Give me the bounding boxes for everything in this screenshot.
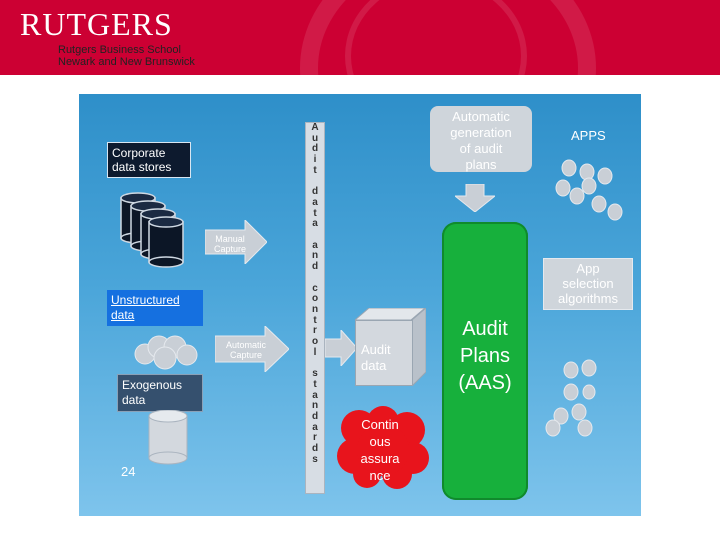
audit-diagram: Corporate data stores Manual Capture Uns…	[79, 94, 641, 516]
manual-capture-arrow	[205, 220, 267, 264]
apps-label: APPS	[571, 128, 606, 143]
bar-letter: o	[311, 293, 319, 305]
bar-letter: o	[311, 336, 319, 348]
audit-plans-box: Audit Plans (AAS)	[442, 222, 528, 500]
audit-data-cube-side	[412, 308, 426, 386]
cloud-icon	[134, 335, 198, 370]
automatic-capture-label: Automatic Capture	[225, 340, 267, 360]
seal-watermark-inner	[345, 0, 527, 75]
bar-letter: a	[312, 239, 318, 251]
bar-letter: n	[311, 400, 319, 412]
manual-capture-label: Manual Capture	[213, 234, 247, 254]
continuous-assurance-label: Contin ous assura nce	[360, 417, 400, 483]
bar-letter: A	[311, 122, 319, 133]
rutgers-logo: RUTGERS	[20, 6, 173, 42]
bar-letter: a	[312, 389, 318, 401]
app-dots	[545, 359, 597, 437]
logo-subtitle-2: Newark and New Brunswick	[58, 56, 195, 68]
bar-letter: d	[311, 261, 319, 273]
bar-letter: n	[311, 303, 319, 315]
bar-letter: d	[311, 410, 319, 422]
bar-letter	[314, 273, 317, 284]
continuous-assurance-cloud	[337, 406, 429, 489]
apps-dots	[555, 159, 623, 221]
logo-subtitle-1: Rutgers Business School	[58, 44, 181, 56]
bar-letter: a	[312, 196, 318, 208]
audit-data-label: Audit data	[361, 342, 391, 373]
automatic-capture-arrow	[215, 326, 289, 372]
page-number: 24	[121, 464, 136, 479]
corporate-data-stores-label: Corporate data stores	[107, 142, 191, 178]
header-banner: RUTGERS Rutgers Business School Newark a…	[0, 0, 720, 75]
bar-letter: t	[313, 207, 317, 219]
bar-letter: s	[312, 453, 318, 465]
bar-letter: a	[312, 218, 318, 230]
audit-data-cube	[355, 320, 413, 386]
bar-letter: d	[311, 143, 319, 155]
bar-letter: r	[313, 432, 317, 444]
bar-letter: i	[313, 154, 317, 166]
bar-letter: t	[313, 314, 317, 326]
bar-letter: d	[311, 443, 319, 455]
down-arrow	[455, 184, 495, 212]
bar-letter: d	[311, 186, 319, 198]
automatic-generation-box: Automatic generation of audit plans	[430, 106, 532, 172]
bar-letter: t	[313, 378, 317, 390]
arrow-to-audit-data	[325, 330, 357, 366]
app-selection-box: App selection algorithms	[543, 258, 633, 310]
bar-letter: n	[311, 250, 319, 262]
bar-letter: c	[312, 282, 318, 294]
bar-letter: t	[313, 164, 317, 176]
exogenous-data-label: Exogenous data	[117, 374, 203, 412]
audit-data-cube-top	[355, 308, 425, 320]
unstructured-data-label: Unstructured data	[107, 290, 203, 326]
database-icon	[148, 410, 188, 465]
database-stack-icon	[120, 192, 184, 268]
bar-letter: l	[313, 346, 317, 358]
bar-letter: a	[312, 421, 318, 433]
bar-letter: s	[312, 368, 318, 380]
bar-letter: u	[311, 132, 319, 144]
bar-letter: r	[313, 325, 317, 337]
